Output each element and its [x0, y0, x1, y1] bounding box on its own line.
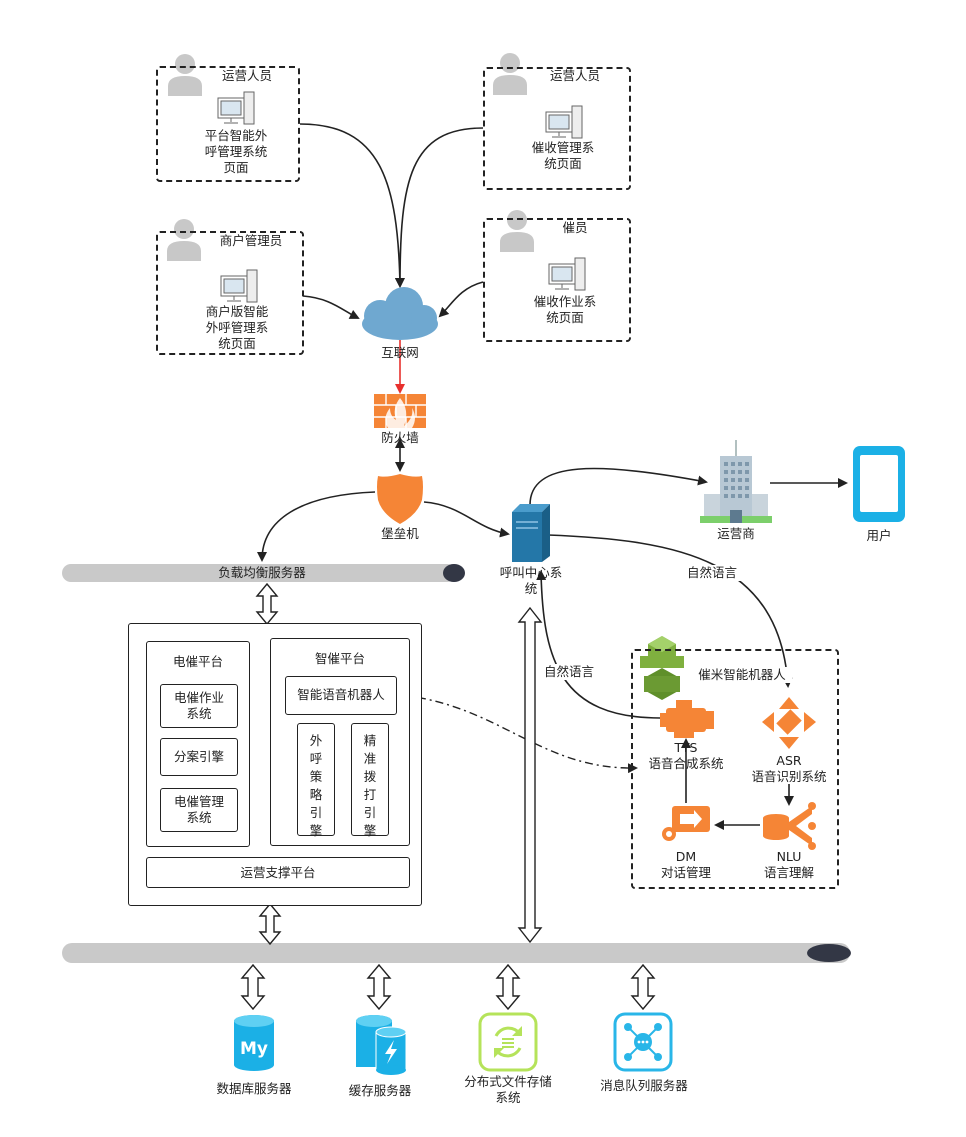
- bastion-label: 堡垒机: [381, 526, 419, 541]
- firewall-icon: [374, 394, 426, 428]
- double-arrow-callcenter-bus: [517, 606, 543, 944]
- robot-group-icon: [640, 636, 684, 700]
- dianchui-mgmt-system[interactable]: [160, 788, 238, 832]
- dianchui-work-system[interactable]: [160, 684, 238, 728]
- computer-icon: [548, 257, 586, 291]
- edge-bastion-lb: [257, 491, 376, 562]
- internet-label: 互联网: [381, 345, 419, 360]
- tts-engine-icon: [660, 700, 714, 738]
- precise-dial-engine[interactable]: [351, 723, 389, 836]
- case-allocation-engine[interactable]: [160, 738, 238, 776]
- message-queue-label: 消息队列服务器: [600, 1078, 688, 1093]
- database-icon: My: [234, 1015, 274, 1071]
- database-server-label: 数据库服务器: [216, 1081, 292, 1096]
- person-icon: [500, 210, 534, 252]
- firewall-label: 防火墙: [381, 430, 419, 445]
- double-arrow-dfs: [495, 963, 521, 1011]
- outbound-strategy-engine[interactable]: [297, 723, 335, 836]
- cache-icon: [356, 1015, 407, 1075]
- double-arrow-lb-platform: [255, 582, 279, 626]
- load-balancer-bus: [62, 564, 465, 582]
- load-balancer-label: 负载均衡服务器: [218, 565, 306, 580]
- person-icon: [167, 219, 201, 261]
- edge-merchant-internet: [302, 295, 360, 319]
- page-label-merchant: 商户版智能 外呼管理系 统页面: [205, 304, 269, 351]
- bastion-shield-icon: [377, 474, 423, 524]
- cloud-icon: [362, 287, 438, 340]
- group-ops-collection: [483, 67, 631, 190]
- page-label-collection-work: 催收作业系 统页面: [533, 294, 597, 325]
- robot-group-title: 催米智能机器人: [692, 667, 792, 683]
- mobile-phone-icon: [853, 446, 905, 522]
- dm-dialog-icon: [662, 806, 710, 841]
- carrier-building-icon: [700, 440, 772, 523]
- call-center-label: 呼叫中心系 统: [499, 565, 563, 596]
- double-arrow-platform-bus: [258, 902, 282, 946]
- outbound-strategy-engine-label: 外 呼 策 略 引 擎: [309, 733, 323, 838]
- zhichui-platform-panel: [270, 638, 410, 846]
- smart-voice-robot-label: 智能语音机器人: [297, 687, 385, 702]
- computer-icon: [217, 91, 255, 125]
- group-collector: [483, 218, 631, 342]
- case-allocation-engine-label: 分案引擎: [173, 749, 224, 764]
- carrier-label: 运营商: [717, 526, 755, 541]
- edge-robot-tts: [398, 690, 638, 774]
- edge-label-natural-language-2: 自然语言: [537, 664, 601, 680]
- nlu-label: NLU 语言理解: [763, 849, 814, 880]
- precise-dial-engine-label: 精 准 拨 打 引 擎: [363, 733, 377, 838]
- service-bus: [62, 943, 851, 963]
- group-ops-platform: [156, 66, 300, 182]
- smart-voice-robot[interactable]: [285, 676, 397, 715]
- end-user-label: 用户: [866, 528, 892, 543]
- role-label-collector: 催员: [562, 220, 588, 235]
- cache-server-label: 缓存服务器: [348, 1083, 412, 1098]
- double-arrow-db: [240, 963, 266, 1011]
- ops-support-platform[interactable]: [146, 857, 410, 888]
- dianchui-work-system-label: 电催作业 系统: [173, 690, 224, 721]
- computer-icon: [545, 105, 583, 139]
- edge-callcenter-carrier: [529, 467, 708, 506]
- ops-support-platform-label: 运营支撑平台: [240, 865, 316, 880]
- page-label-collection-mgmt: 催收管理系 统页面: [531, 140, 595, 171]
- asr-arrows-icon: [762, 697, 816, 749]
- person-icon: [168, 54, 202, 96]
- computer-icon: [220, 269, 258, 303]
- database-logo-text: My: [240, 1039, 268, 1059]
- double-arrow-mq: [630, 963, 656, 1011]
- dianchui-mgmt-system-label: 电催管理 系统: [173, 794, 224, 825]
- zhichui-platform-title: 智催平台: [314, 651, 365, 666]
- dm-label: DM 对话管理: [660, 849, 711, 880]
- role-label-ops-2: 运营人员: [549, 68, 600, 83]
- double-arrow-cache: [366, 963, 392, 1011]
- file-storage-label: 分布式文件存储 系统: [464, 1074, 552, 1105]
- group-robot: [631, 649, 839, 889]
- nlu-engine-icon: [763, 802, 816, 850]
- tts-label: TTS 语音合成系统: [648, 740, 724, 771]
- message-queue-icon: [613, 1012, 673, 1072]
- edge-label-natural-language-1: 自然语言: [680, 565, 744, 581]
- page-label-ops-platform: 平台智能外 呼管理系统 页面: [204, 128, 268, 175]
- edge-collector-internet: [438, 281, 484, 318]
- edge-ops1-internet: [299, 123, 405, 288]
- dianchui-platform-title: 电催平台: [172, 654, 223, 669]
- group-merchant-admin: [156, 231, 304, 355]
- asr-label: ASR 语音识别系统: [751, 753, 827, 784]
- role-label-merchant-admin: 商户管理员: [219, 233, 283, 248]
- file-storage-sync-icon: [478, 1012, 538, 1072]
- edge-bastion-callcenter: [423, 501, 510, 538]
- role-label-ops-1: 运营人员: [221, 68, 272, 83]
- edge-ops2-internet: [395, 127, 484, 288]
- call-center-server-icon: [512, 504, 550, 562]
